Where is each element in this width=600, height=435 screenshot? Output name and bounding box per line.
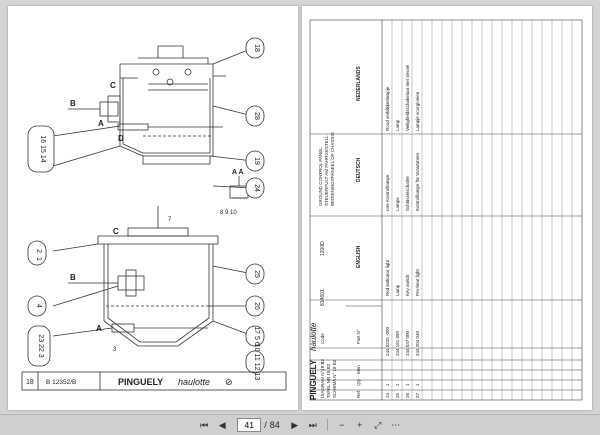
- next-page-icon[interactable]: ▶: [291, 419, 299, 430]
- more-options-icon[interactable]: ⋯: [391, 419, 401, 430]
- callout-18: 18: [253, 44, 260, 52]
- header-model: 1200D: [320, 241, 326, 256]
- total-pages: 84: [269, 420, 280, 430]
- row-part-number: 244 037 000: [405, 330, 410, 356]
- first-page-icon[interactable]: ⏮: [200, 419, 209, 430]
- previous-page-icon[interactable]: ◀: [218, 419, 226, 430]
- row-part-number: 244 181 050: [395, 330, 400, 356]
- row-german: Lampe: [395, 197, 400, 211]
- row-english: Red indicator light: [385, 259, 390, 296]
- callout-10-11-12-13: 10 11 12 13: [253, 344, 260, 381]
- callout-7: 7: [168, 217, 172, 223]
- row-ref: 27: [415, 392, 420, 398]
- row-qty: 1: [385, 383, 390, 386]
- section-label-d: D: [118, 134, 124, 143]
- header-schema: SCHEMA N° 18 B2: [332, 359, 337, 398]
- section-label-a2: A: [96, 324, 102, 333]
- row-part-number: 244 0225 -000: [385, 326, 390, 356]
- column-header-deutsch: DEUTSCH: [356, 157, 362, 182]
- row-ref: 25: [395, 392, 400, 398]
- section-label-c2: C: [113, 227, 119, 236]
- header-tafel: TAFEL NR 18 B2: [326, 363, 331, 398]
- callout-1: 1: [35, 257, 42, 261]
- callout-2: 2: [35, 249, 42, 253]
- callout-28: 28: [253, 112, 260, 120]
- section-label-c1: C: [110, 81, 116, 90]
- footer-reference: B 12352/B: [46, 379, 76, 386]
- column-header-men: Men: [356, 365, 361, 374]
- section-label-aa: A A: [232, 169, 244, 176]
- column-header-qty: Qty: [356, 378, 361, 386]
- page-separator: /: [264, 420, 267, 430]
- callout-8-9-10: 8 9 10: [220, 210, 237, 216]
- header-title-german: STEUERPULT AM FAHRGESTELL: [324, 135, 329, 206]
- callout-16-15-14: 16 15 14: [39, 135, 46, 162]
- row-dutch: Lamp: [395, 119, 400, 131]
- footer-logo-icon: ⊘: [225, 377, 233, 387]
- row-german: Kontrolllampe für Vorwärmen: [415, 152, 420, 211]
- left-page: 18 28 19 24 16 15 14 25 26 2 1 4 23 22 3…: [8, 6, 298, 410]
- header-code-value: 814601: [320, 289, 326, 306]
- header-brand-haulotte: haulotte: [309, 322, 318, 351]
- row-english: Lamp: [395, 284, 400, 296]
- row-german: rote Kontrolllampe: [385, 174, 390, 211]
- section-label-b1: B: [70, 99, 76, 108]
- right-page: PINGUELY haulotte DIAGRAM N°18 B2 TAFEL …: [302, 6, 592, 410]
- table-grid: [391, 20, 573, 400]
- callout-25: 25: [253, 270, 260, 278]
- header-title-english: GROUND CONTROL PANEL: [318, 147, 323, 206]
- zoom-out-icon[interactable]: −: [339, 420, 345, 430]
- callout-24: 24: [253, 184, 260, 192]
- callout-19: 19: [253, 157, 260, 165]
- row-german: Schlüsselschalter: [405, 175, 410, 211]
- table-row: 27 1 244 204 040 Pre-heat light Kontroll…: [415, 91, 420, 398]
- row-part-number: 244 204 040: [415, 330, 420, 356]
- callout-3: 3: [113, 347, 117, 353]
- column-header-english: ENGLISH: [356, 245, 362, 268]
- callout-26: 26: [253, 302, 260, 310]
- row-dutch: Lampje voorgloeien: [415, 91, 420, 131]
- column-header-part-no: Part N°: [356, 329, 361, 344]
- callout-17-5-6: 17 5 6: [253, 326, 260, 346]
- header-code-label: Code: [320, 333, 325, 344]
- row-dutch: Rood verklikkerlampje: [385, 86, 390, 131]
- header-title-dutch: BEDIENINGSPANEEL OP CHASSIS: [330, 132, 335, 206]
- header-brand-pinguely: PINGUELY: [309, 359, 318, 400]
- technical-drawing: 18 28 19 24 16 15 14 25 26 2 1 4 23 22 3…: [21, 37, 287, 391]
- column-header-ref: Ref.: [356, 390, 361, 398]
- footer-brand-pinguely: PINGUELY: [118, 377, 163, 387]
- table-row: 26 1 244 037 000 Key switch Schlüsselsch…: [405, 65, 410, 398]
- table-row: 25 1 244 181 050 Lamp Lampe Lamp: [395, 119, 400, 398]
- row-qty: 1: [405, 383, 410, 386]
- table-row: 24 1 244 0225 -000 Red indicator light r…: [385, 86, 390, 398]
- row-ref: 24: [385, 392, 390, 398]
- row-qty: 1: [395, 383, 400, 386]
- page-navigation-toolbar: ⏮ ◀ / 84 ▶ ⏭ − + ⤢ ⋯: [0, 414, 600, 435]
- callout-4: 4: [35, 304, 42, 308]
- header-diagram: DIAGRAM N°18 B2: [320, 358, 325, 398]
- parts-list: PINGUELY haulotte DIAGRAM N°18 B2 TAFEL …: [309, 19, 583, 401]
- current-page-input[interactable]: [237, 418, 262, 432]
- footer-page-number: 18: [26, 379, 34, 386]
- callout-23-22-3: 23 22 3: [37, 334, 44, 357]
- zoom-in-icon[interactable]: +: [357, 420, 363, 430]
- section-label-b2: B: [70, 273, 76, 282]
- last-page-icon[interactable]: ⏭: [308, 419, 317, 430]
- page-indicator: / 84: [237, 418, 280, 432]
- row-qty: 1: [415, 383, 420, 386]
- row-english: Key switch: [405, 274, 410, 296]
- footer-brand-haulotte: haulotte: [178, 377, 210, 387]
- row-english: Pre-heat light: [415, 268, 420, 296]
- section-label-a1: A: [98, 119, 104, 128]
- row-dutch: Veiligheidsschakelaar met sleutel: [405, 65, 410, 131]
- row-ref: 26: [405, 392, 410, 398]
- column-header-nederlands: NEDERLANDS: [356, 66, 362, 101]
- fit-page-icon[interactable]: ⤢: [374, 419, 382, 430]
- toolbar-divider: [326, 419, 328, 431]
